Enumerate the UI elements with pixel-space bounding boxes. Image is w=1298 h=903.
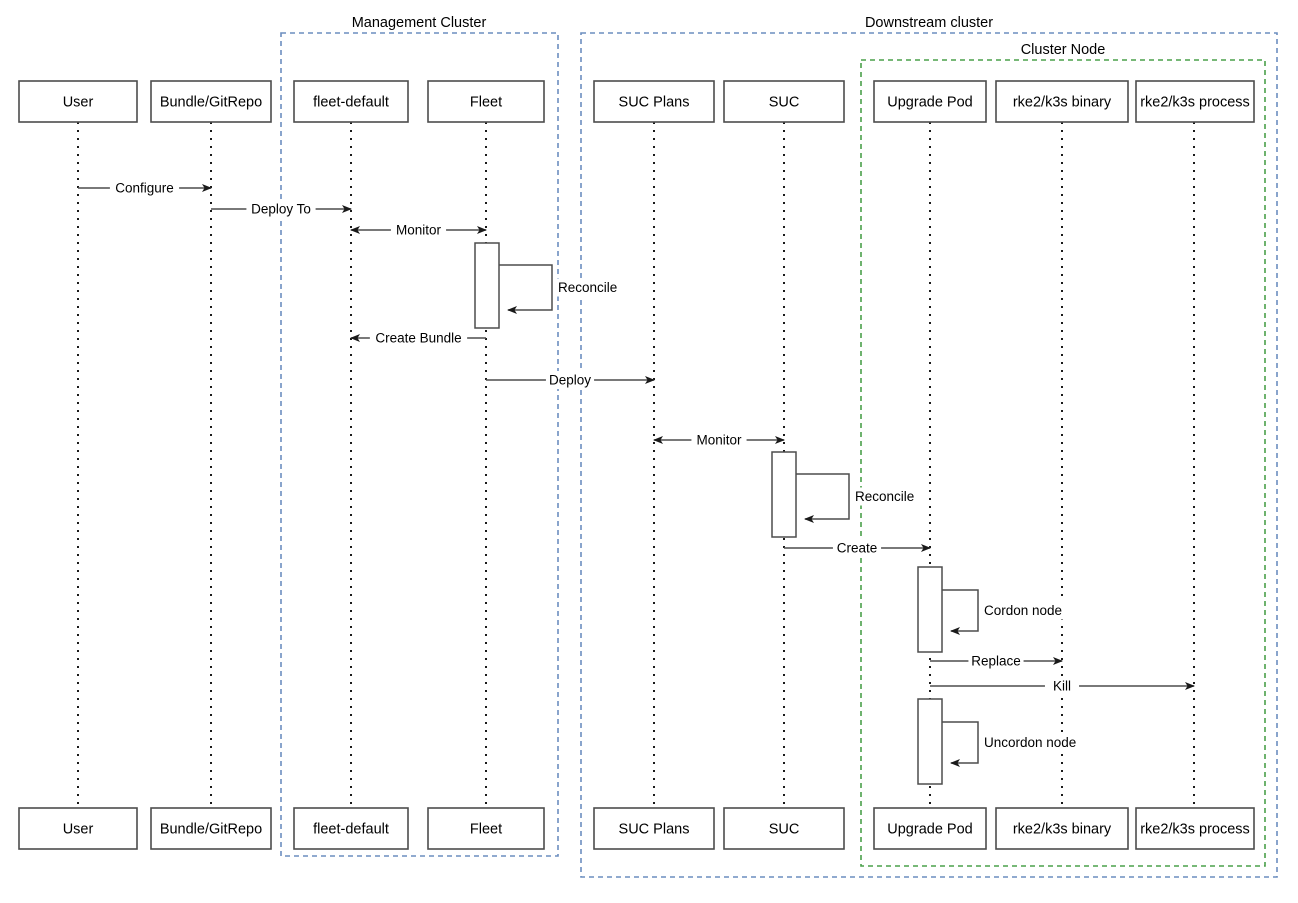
message-uncordon: Uncordon node: [942, 721, 1079, 767]
participant-label-process: rke2/k3s process: [1140, 821, 1250, 837]
self-loop-path-cordon: [942, 589, 979, 635]
label-backdrop: [1044, 677, 1080, 695]
label-backdrop: [832, 539, 882, 557]
message-label-reconcile-fleet: Reconcile: [558, 280, 617, 295]
label-backdrop: [981, 733, 1079, 752]
message-deploy-to: Deploy To: [211, 200, 352, 218]
message-label-monitor-suc: Monitor: [696, 433, 742, 448]
label-backdrop: [852, 487, 922, 506]
participant-box-sucplans-bottom[interactable]: SUC Plans: [593, 807, 715, 850]
message-reconcile-fleet: Reconcile: [499, 264, 625, 314]
participant-box-fleet-top[interactable]: Fleet: [427, 80, 545, 123]
participant-box-fleetdef-top[interactable]: fleet-default: [293, 80, 409, 123]
label-backdrop: [390, 221, 447, 239]
group-label-mgmt: Management Cluster: [352, 15, 487, 31]
label-backdrop: [109, 179, 180, 197]
participant-box-binary-bottom[interactable]: rke2/k3s binary: [995, 807, 1129, 850]
participant-box-sucplans-top[interactable]: SUC Plans: [593, 80, 715, 123]
group-label-downstream: Downstream cluster: [865, 15, 993, 31]
participant-box-user-bottom[interactable]: User: [18, 807, 138, 850]
message-cordon: Cordon node: [942, 589, 1065, 635]
label-backdrop: [246, 200, 316, 218]
message-kill: Kill: [930, 677, 1195, 695]
participant-label-fleetdef: fleet-default: [313, 821, 389, 837]
message-label-create: Create: [837, 541, 878, 556]
participant-box-upgradepod-bottom[interactable]: Upgrade Pod: [873, 807, 987, 850]
message-label-cordon: Cordon node: [984, 603, 1062, 618]
participant-box-user-top[interactable]: User: [18, 80, 138, 123]
participant-boxes: UserUserBundle/GitRepoBundle/GitRepoflee…: [18, 80, 1255, 850]
participant-label-upgradepod: Upgrade Pod: [887, 821, 972, 837]
participant-box-process-bottom[interactable]: rke2/k3s process: [1135, 807, 1255, 850]
participant-label-fleet: Fleet: [470, 94, 502, 110]
message-replace: Replace: [930, 652, 1063, 670]
participant-label-bundle: Bundle/GitRepo: [160, 94, 262, 110]
participant-box-suc-bottom[interactable]: SUC: [723, 807, 845, 850]
participant-box-suc-top[interactable]: SUC: [723, 80, 845, 123]
label-backdrop: [369, 329, 468, 347]
label-backdrop: [981, 601, 1065, 620]
label-backdrop: [968, 652, 1024, 670]
message-label-configure: Configure: [115, 181, 174, 196]
label-backdrop: [691, 431, 747, 449]
message-label-create-bundle: Create Bundle: [375, 331, 461, 346]
message-monitor-suc: Monitor: [653, 431, 785, 449]
participant-label-upgradepod: Upgrade Pod: [887, 94, 972, 110]
activation-pod-uncordon: [917, 698, 943, 785]
participant-label-user: User: [63, 94, 94, 110]
group-labels: Management Cluster Downstream clusterClus…: [352, 15, 1106, 58]
participant-box-bundle-bottom[interactable]: Bundle/GitRepo: [150, 807, 272, 850]
group-frames: [280, 32, 1278, 878]
participant-box-fleetdef-bottom[interactable]: fleet-default: [293, 807, 409, 850]
participant-label-binary: rke2/k3s binary: [1013, 821, 1112, 837]
group-frame-downstream: [580, 32, 1278, 878]
message-label-uncordon: Uncordon node: [984, 735, 1076, 750]
activations: [474, 242, 943, 785]
participant-label-fleet: Fleet: [470, 821, 502, 837]
message-configure: Configure: [78, 179, 212, 197]
group-frame-node: [860, 59, 1266, 867]
participant-box-upgradepod-top[interactable]: Upgrade Pod: [873, 80, 987, 123]
message-label-kill: Kill: [1053, 679, 1071, 694]
participant-label-bundle: Bundle/GitRepo: [160, 821, 262, 837]
participant-label-suc: SUC: [769, 821, 800, 837]
participant-label-suc: SUC: [769, 94, 800, 110]
participant-box-bundle-top[interactable]: Bundle/GitRepo: [150, 80, 272, 123]
label-backdrop: [545, 371, 595, 389]
message-label-deploy: Deploy: [549, 373, 591, 388]
message-label-reconcile-suc: Reconcile: [855, 489, 914, 504]
activation-suc-reconcile: [771, 451, 797, 538]
participant-label-sucplans: SUC Plans: [619, 94, 690, 110]
participant-label-process: rke2/k3s process: [1140, 94, 1250, 110]
message-create: Create: [784, 539, 931, 557]
participant-label-binary: rke2/k3s binary: [1013, 94, 1112, 110]
message-label-replace: Replace: [971, 654, 1021, 669]
activation-fleet-reconcile: [474, 242, 500, 329]
participant-box-binary-top[interactable]: rke2/k3s binary: [995, 80, 1129, 123]
label-backdrop: [555, 278, 625, 297]
self-loop-path-uncordon: [942, 721, 979, 767]
group-label-node: Cluster Node: [1021, 42, 1106, 58]
participant-box-process-top[interactable]: rke2/k3s process: [1135, 80, 1255, 123]
message-label-monitor-fleet: Monitor: [396, 223, 442, 238]
group-frame-mgmt: [280, 32, 559, 857]
message-create-bundle: Create Bundle: [350, 329, 486, 347]
participant-box-fleet-bottom[interactable]: Fleet: [427, 807, 545, 850]
self-loop-path-reconcile-suc: [796, 473, 850, 523]
activation-pod-cordon: [917, 566, 943, 653]
message-reconcile-suc: Reconcile: [796, 473, 922, 523]
message-label-deploy-to: Deploy To: [251, 202, 311, 217]
participant-label-fleetdef: fleet-default: [313, 94, 389, 110]
lifelines: [77, 122, 1195, 808]
participant-label-sucplans: SUC Plans: [619, 821, 690, 837]
message-monitor-fleet: Monitor: [350, 221, 487, 239]
participant-label-user: User: [63, 821, 94, 837]
message-deploy: Deploy: [486, 371, 655, 389]
self-loop-path-reconcile-fleet: [499, 264, 553, 314]
